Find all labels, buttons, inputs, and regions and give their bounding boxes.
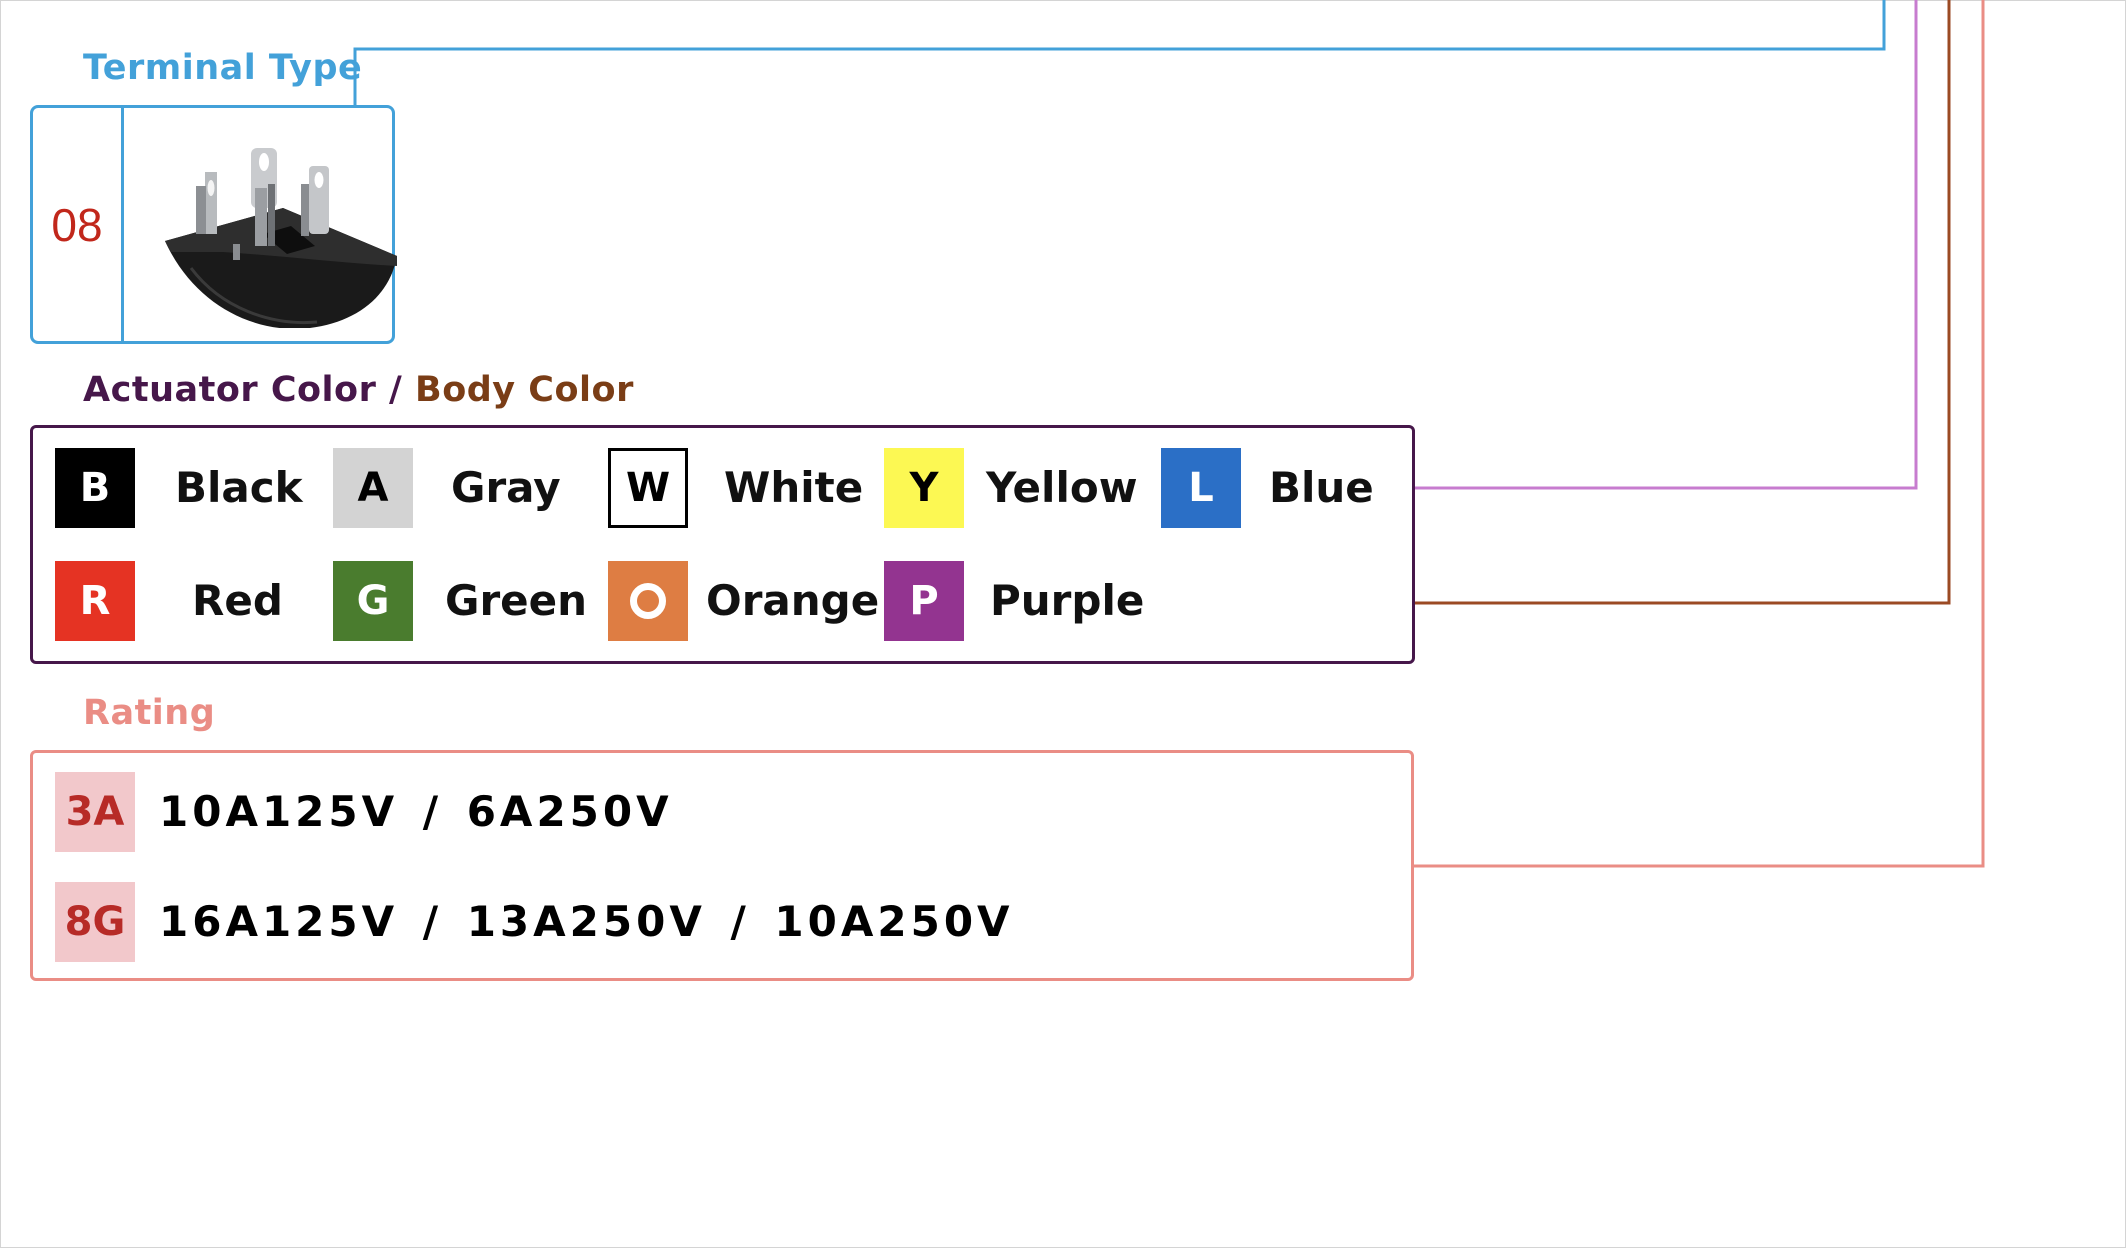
color-name: Orange [706,576,880,625]
terminal-type-title: Terminal Type [83,48,363,88]
actuator-color-label: Actuator Color [83,370,377,410]
color-swatch: A [333,448,413,528]
color-swatch: P [884,561,964,641]
color-name: Blue [1269,463,1374,512]
color-swatch: Y [884,448,964,528]
rating-connector-line [1414,0,1985,868]
rating-code: 8G [55,882,135,962]
color-swatch: B [55,448,135,528]
color-name: Green [445,576,588,625]
color-swatch: L [1161,448,1241,528]
terminal-connector-line [353,0,1886,105]
color-name: White [724,463,864,512]
terminal-type-panel: 08 [30,105,397,344]
rating-value: 16A125V / 13A250V / 10A250V [159,897,1014,946]
color-name: Yellow [986,463,1138,512]
title-separator: / [376,370,416,410]
color-name: Purple [990,576,1145,625]
actuator-connector-line [1415,0,1918,490]
actuator-body-color-title: Actuator Color / Body Color [83,370,634,410]
semicircular-switch-terminal-image [165,148,397,328]
color-swatch: R [55,561,135,641]
body-color-label: Body Color [415,370,634,410]
rating-panel: 3A 10A125V / 6A250V 8G 16A125V / 13A250V… [30,750,1414,981]
color-name: Gray [451,463,561,512]
rating-title: Rating [83,693,216,733]
color-name: Red [192,576,283,625]
color-swatch: G [333,561,413,641]
ring-glyph-icon [630,583,666,619]
rating-code: 3A [55,772,135,852]
color-swatch: W [608,448,688,528]
color-name: Black [175,463,303,512]
color-swatch [608,561,688,641]
terminal-code: 08 [33,108,124,341]
body-connector-line [1415,0,1951,605]
rating-value: 10A125V / 6A250V [159,787,673,836]
